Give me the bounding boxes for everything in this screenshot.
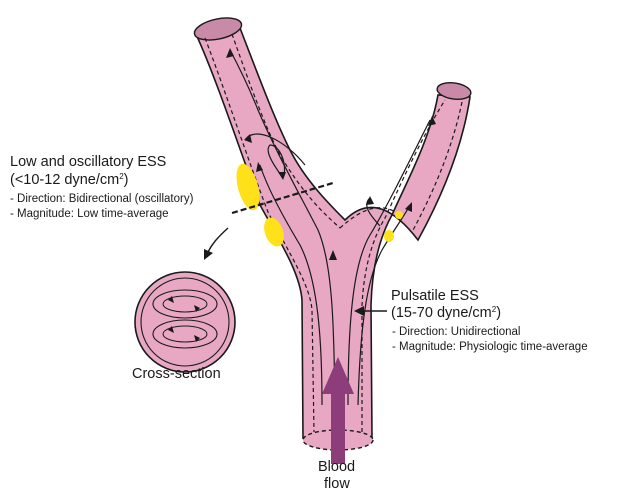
blood-flow-arrow-shaft	[331, 392, 345, 464]
pulsatile-ess-range-suffix: )	[496, 305, 501, 321]
pulsatile-ess-title: Pulsatile ESS	[391, 288, 479, 305]
low-ess-magnitude: - Magnitude: Low time-average	[10, 207, 169, 221]
cross-section-label: Cross-section	[132, 366, 221, 383]
low-ess-title: Low and oscillatory ESS	[10, 154, 166, 171]
low-ess-direction: - Direction: Bidirectional (oscillatory)	[10, 192, 193, 206]
blood-flow-label-line1: Blood	[318, 459, 355, 476]
curved-arrow-to-cross-section	[208, 228, 228, 252]
plaque-right-small	[395, 211, 403, 219]
cross-section-circle	[135, 272, 235, 372]
low-ess-range: (<10-12 dyne/cm2)	[10, 172, 129, 189]
pulsatile-ess-magnitude: - Magnitude: Physiologic time-average	[392, 340, 588, 354]
pulsatile-ess-range: (15-70 dyne/cm2)	[391, 305, 501, 322]
blood-flow-label-line2: flow	[324, 476, 350, 493]
low-ess-range-prefix: (<10-12 dyne/cm	[10, 172, 119, 188]
pulsatile-ess-direction: - Direction: Unidirectional	[392, 325, 520, 339]
plaque-right-lower	[384, 230, 394, 242]
pulsatile-ess-range-prefix: (15-70 dyne/cm	[391, 305, 492, 321]
low-ess-range-suffix: )	[124, 172, 129, 188]
